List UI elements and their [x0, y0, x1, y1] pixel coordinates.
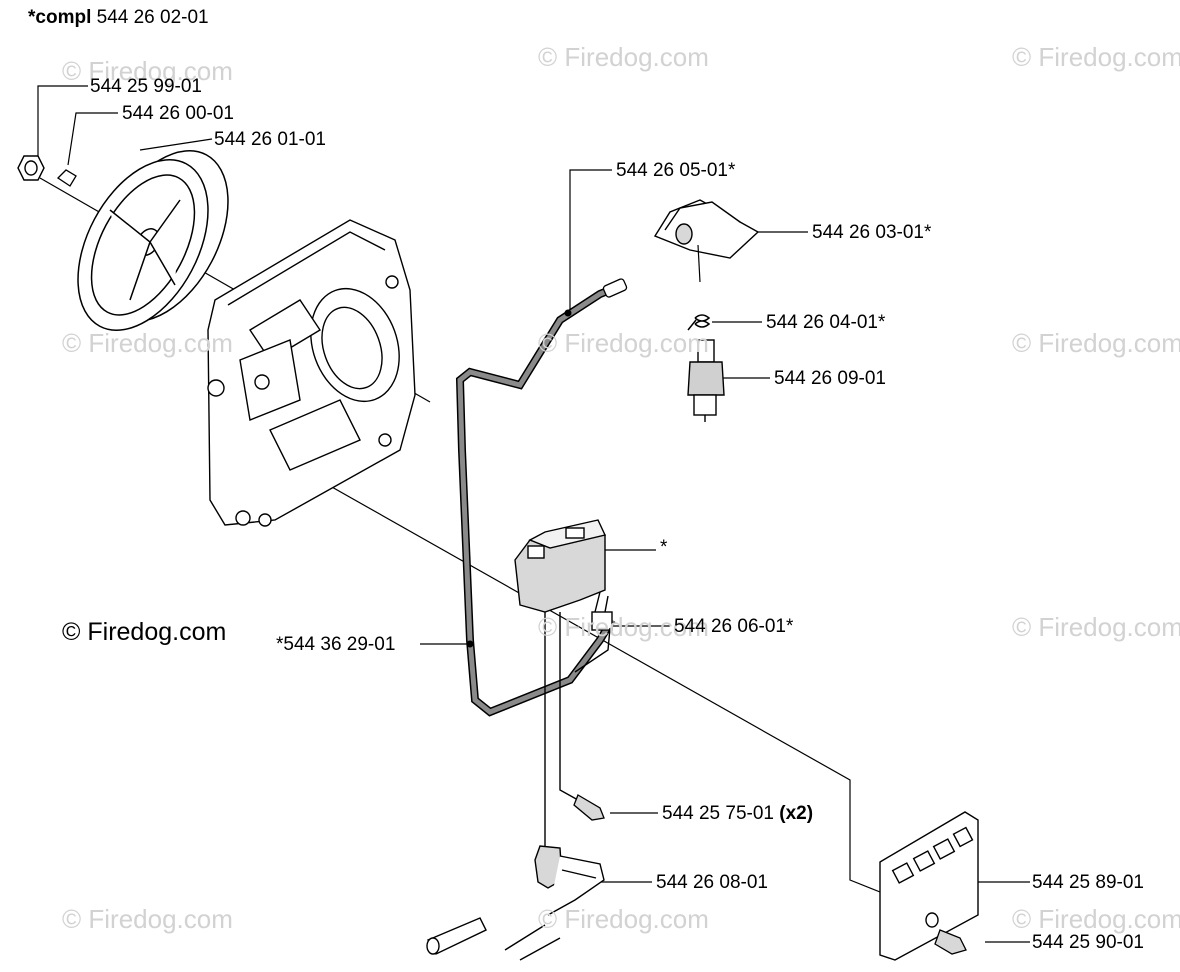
spring-drawing — [687, 314, 711, 331]
part-label-terminal[interactable]: 544 26 06-01* — [674, 616, 794, 637]
part-label-nut[interactable]: 544 25 99-01 — [90, 76, 202, 97]
copyright-notice: © Firedog.com — [62, 618, 227, 646]
flywheel-drawing — [77, 150, 229, 331]
part-label-plug-cap[interactable]: 544 26 03-01* — [812, 222, 932, 243]
watermark: © Firedog.com — [1012, 328, 1180, 358]
watermark: © Firedog.com — [538, 904, 709, 934]
watermark: © Firedog.com — [1012, 904, 1180, 934]
key-drawing — [56, 169, 77, 187]
watermark: © Firedog.com — [1012, 612, 1180, 642]
watermark: © Firedog.com — [62, 328, 233, 358]
module-drawing — [514, 519, 613, 631]
part-label-spark-plug[interactable]: 544 26 09-01 — [774, 368, 886, 389]
part-label-flywheel[interactable]: 544 26 01-01 — [214, 129, 326, 150]
ground-wire-drawing — [544, 612, 611, 850]
part-label-hv-lead[interactable]: 544 26 05-01* — [616, 160, 736, 181]
crankcase-drawing — [207, 219, 416, 527]
part-label-spring[interactable]: 544 26 04-01* — [766, 312, 886, 333]
part-label-module[interactable]: * — [660, 537, 668, 558]
screw-drawing — [573, 794, 605, 821]
leader-key — [67, 112, 118, 166]
screw-number: 544 25 75-01 — [662, 803, 774, 824]
spark-plug-drawing — [687, 339, 725, 422]
watermark: © Firedog.com — [62, 904, 233, 934]
part-label-screw[interactable]: 544 25 75-01 (x2) — [662, 804, 813, 823]
watermark: © Firedog.com — [538, 328, 709, 358]
leader-nut — [37, 85, 88, 158]
nut-drawing — [17, 155, 45, 181]
part-label-plate[interactable]: 544 25 89-01 — [1032, 872, 1144, 893]
compl-prefix: *compl — [28, 7, 92, 28]
part-label-connector[interactable]: 544 26 08-01 — [656, 872, 768, 893]
plate-drawing — [879, 811, 979, 961]
leader-hv-lead — [569, 169, 612, 310]
compl-number: 544 26 02-01 — [96, 7, 209, 28]
hv-lead-drawing — [455, 278, 629, 717]
watermark: © Firedog.com — [62, 56, 233, 86]
watermark: © Firedog.com — [1012, 42, 1180, 72]
part-label-cable[interactable]: *544 36 29-01 — [276, 634, 396, 655]
leader-flywheel — [139, 138, 213, 151]
mount-axis — [269, 451, 881, 893]
watermark: © Firedog.com — [538, 612, 709, 642]
plate-screw-drawing — [934, 929, 967, 955]
part-label-plate-screw[interactable]: 544 25 90-01 — [1032, 932, 1144, 953]
part-label-key[interactable]: 544 26 00-01 — [122, 103, 234, 124]
screw-quantity: (x2) — [779, 803, 814, 824]
compl-assembly-label: *compl 544 26 02-01 — [28, 8, 209, 27]
plug-cap-drawing — [653, 199, 760, 283]
watermark: © Firedog.com — [538, 42, 709, 72]
connector-drawing — [426, 845, 605, 961]
